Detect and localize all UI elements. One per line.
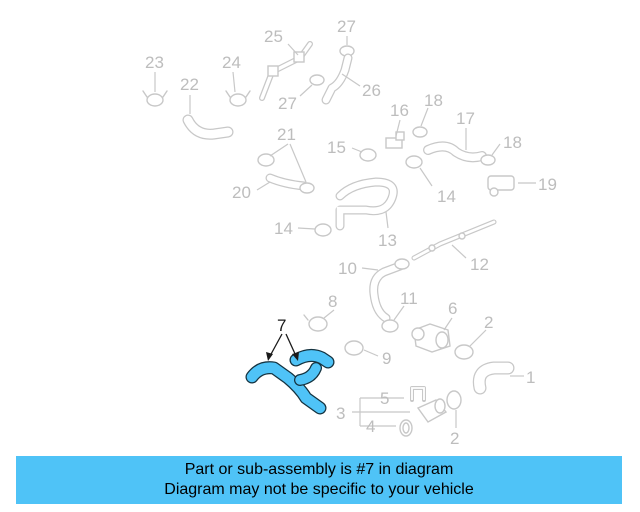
callout-1: 1 bbox=[526, 368, 535, 387]
callout-12: 12 bbox=[470, 255, 489, 274]
callout-24: 24 bbox=[222, 53, 241, 72]
leader-20 bbox=[256, 181, 271, 191]
leader-11 bbox=[393, 305, 405, 321]
part-2-clamp-lower bbox=[446, 390, 462, 410]
callout-9: 9 bbox=[382, 349, 391, 368]
callout-18a: 18 bbox=[424, 91, 443, 110]
leader-16 bbox=[395, 119, 401, 137]
leader-2a bbox=[469, 329, 487, 347]
part-3-outlet bbox=[416, 398, 448, 423]
part-22-hose bbox=[182, 114, 234, 140]
leader-8 bbox=[323, 309, 335, 319]
part-14-clamp-a bbox=[405, 155, 423, 169]
part-13-pipe bbox=[335, 177, 398, 231]
callout-26: 26 bbox=[362, 81, 381, 100]
part-10-hose bbox=[369, 258, 410, 323]
leader-6 bbox=[443, 317, 453, 331]
callout-19: 19 bbox=[538, 175, 557, 194]
part-1-hose bbox=[472, 361, 515, 395]
part-12-pipe bbox=[411, 219, 497, 261]
part-27-clamp-lower bbox=[309, 74, 325, 86]
callout-13: 13 bbox=[378, 231, 397, 250]
leader-27b bbox=[299, 84, 313, 97]
callout-21: 21 bbox=[277, 125, 296, 144]
callout-11: 11 bbox=[400, 289, 418, 308]
part-8-clamp bbox=[303, 314, 328, 332]
callout-27a: 27 bbox=[337, 17, 356, 36]
leader-14a bbox=[419, 167, 433, 187]
part-26-hose bbox=[321, 53, 353, 105]
callout-5: 5 bbox=[380, 389, 389, 408]
part-2-clamp-upper bbox=[454, 344, 474, 360]
part-15-clamp bbox=[359, 148, 377, 162]
callout-2a: 2 bbox=[484, 313, 493, 332]
leader-21a bbox=[269, 143, 289, 157]
callout-27b: 27 bbox=[278, 94, 297, 113]
callout-8: 8 bbox=[328, 292, 337, 311]
part-18-clamp-b bbox=[480, 154, 496, 166]
part-7-hose-assembly[interactable] bbox=[245, 348, 335, 415]
part-11-clamp bbox=[381, 319, 399, 333]
leader-26 bbox=[341, 73, 361, 87]
part-16-fitting bbox=[385, 131, 405, 149]
caption-line-2: Diagram may not be specific to your vehi… bbox=[164, 481, 474, 498]
leader-24 bbox=[232, 71, 236, 93]
part-9-clamp bbox=[344, 340, 364, 356]
part-14-clamp-b bbox=[314, 223, 332, 237]
leader-18b bbox=[491, 143, 501, 156]
callout-18b: 18 bbox=[503, 133, 522, 152]
callout-22: 22 bbox=[180, 75, 199, 94]
caption-line-1: Part or sub-assembly is #7 in diagram bbox=[184, 461, 454, 478]
part-6-housing bbox=[411, 323, 451, 353]
leader-9 bbox=[363, 349, 379, 357]
part-19-valve bbox=[487, 175, 515, 197]
caption-banner: Part or sub-assembly is #7 in diagram Di… bbox=[16, 456, 622, 504]
callout-4: 4 bbox=[366, 417, 375, 436]
leader-14b bbox=[297, 227, 316, 230]
callout-15: 15 bbox=[327, 138, 346, 157]
callout-14a: 14 bbox=[437, 187, 456, 206]
leader-18a bbox=[420, 107, 429, 127]
callout-23: 23 bbox=[145, 53, 164, 72]
part-18-clamp-a bbox=[412, 126, 428, 138]
callout-7-arrows bbox=[266, 333, 299, 361]
part-4-seal bbox=[399, 419, 413, 437]
callout-3: 3 bbox=[336, 404, 345, 423]
part-21-clamps bbox=[257, 153, 315, 194]
leader-25 bbox=[287, 43, 299, 56]
callout-14b: 14 bbox=[274, 219, 293, 238]
callout-2b: 2 bbox=[450, 429, 459, 448]
callout-16: 16 bbox=[390, 101, 409, 120]
part-17-hose bbox=[423, 141, 487, 163]
part-23-clamp bbox=[142, 90, 168, 107]
callout-10: 10 bbox=[338, 259, 357, 278]
leader-10 bbox=[361, 267, 379, 271]
part-5-bracket bbox=[410, 386, 426, 402]
leader-15 bbox=[351, 147, 363, 153]
callout-6: 6 bbox=[448, 299, 457, 318]
part-25-pipe bbox=[259, 41, 313, 101]
callout-17: 17 bbox=[456, 109, 475, 128]
part-24-clamp bbox=[225, 90, 251, 107]
leader-12 bbox=[451, 244, 467, 259]
callout-7: 7 bbox=[277, 316, 286, 335]
leader-21b bbox=[289, 143, 307, 183]
part-20-hose bbox=[265, 173, 309, 191]
callout-20: 20 bbox=[232, 183, 251, 202]
leader-13 bbox=[385, 211, 389, 229]
callout-25: 25 bbox=[264, 27, 283, 46]
